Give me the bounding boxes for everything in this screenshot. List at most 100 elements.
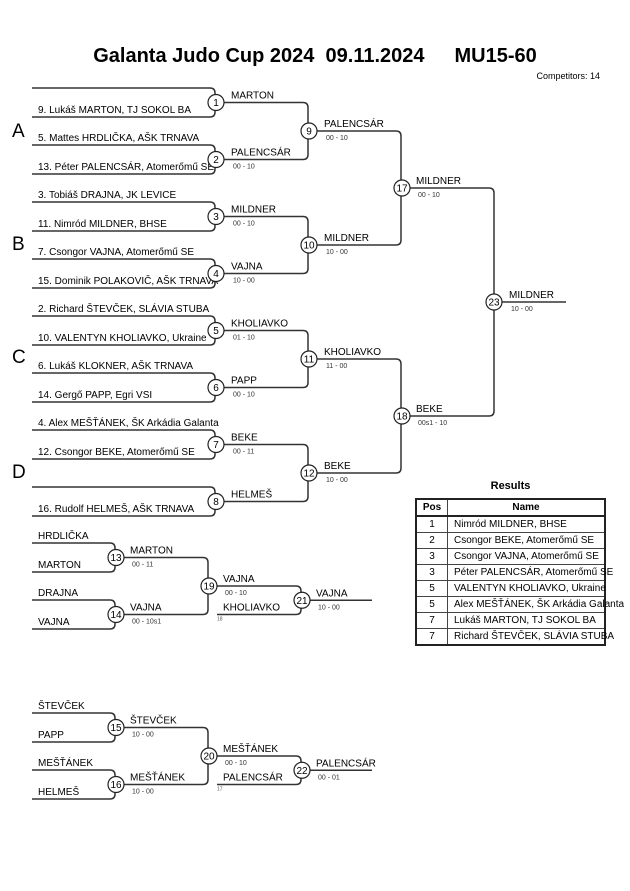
match-score: 00s1 - 10 [418, 420, 447, 427]
match-number: 15 [110, 723, 122, 734]
second-round-connector [215, 329, 309, 389]
match-number: 8 [213, 497, 219, 508]
match-winner: BEKE [416, 404, 443, 415]
competitor-entry: 13. Péter PALENCSÁR, Atomerőmű SE [38, 160, 214, 173]
match-score: 00 - 10 [225, 590, 247, 597]
match-score: 11 - 00 [326, 363, 347, 370]
match-number: 23 [488, 298, 500, 309]
match-number-circle [107, 718, 125, 737]
match-winner: VAJNA [316, 588, 348, 599]
result-position: 5 [415, 580, 448, 597]
results-title: Results [490, 480, 531, 492]
result-name: Csongor BEKE, Atomerőmű SE [447, 532, 606, 549]
match-score: 00 - 10 [418, 192, 440, 199]
match-number-circle [107, 605, 125, 624]
result-name: VALENTYN KHOLIAVKO, Ukraine [447, 580, 606, 597]
repechage-entry: ŠTEVČEK [38, 699, 85, 712]
result-name: Nimród MILDNER, BHSE [447, 515, 606, 533]
match-number: 9 [306, 127, 312, 138]
match-score: 10 - 00 [233, 278, 255, 285]
repechage-entry: PAPP [38, 730, 64, 741]
competitor-entry: 5. Mattes HRDLIČKA, AŠK TRNAVA [38, 131, 199, 144]
match-winner: HELMEŠ [231, 488, 272, 501]
match-number: 4 [213, 269, 219, 280]
match-winner: PALENCSÁR [316, 756, 376, 769]
repechage-entry: VAJNA [38, 617, 70, 628]
competitor-entry: 4. Alex MEŠŤÁNEK, ŠK Arkádia Galanta [38, 416, 219, 429]
match-number: 22 [296, 766, 308, 777]
competitor-entry: 2. Richard ŠTEVČEK, SLÁVIA STUBA [38, 302, 210, 315]
match-number: 16 [110, 780, 122, 791]
competitors-count: Competitors: 14 [536, 71, 600, 81]
match-number-circle [293, 591, 311, 609]
result-position: 7 [415, 628, 448, 646]
match-number: 21 [296, 596, 308, 607]
semifinal-connector [308, 358, 402, 474]
crossover-entry: PALENCSÁR [223, 771, 283, 784]
match-number-circle [207, 378, 225, 397]
match-score: 00 - 11 [132, 562, 153, 569]
match-winner: VAJNA [130, 603, 162, 614]
match-number: 3 [213, 212, 219, 223]
match-number-circle [393, 179, 411, 197]
match-score: 00 - 11 [233, 449, 254, 456]
competitor-entry: 11. Nimród MILDNER, BHSE [38, 219, 167, 230]
match-number-circle [393, 407, 411, 425]
repechage-entry: HRDLIČKA [38, 529, 89, 542]
result-position: 5 [415, 596, 448, 613]
crossover-source: 17 [217, 787, 223, 793]
match-score: 10 - 00 [326, 249, 348, 256]
match-score: 10 - 00 [132, 732, 154, 739]
match-number-circle [207, 207, 225, 226]
result-position: 3 [415, 548, 448, 565]
event-name: Galanta Judo Cup 2024 [93, 45, 315, 67]
match-number-circle [300, 236, 318, 254]
match-winner: BEKE [324, 461, 351, 472]
result-position: 7 [415, 612, 448, 629]
match-number: 7 [213, 440, 219, 451]
page-title: Galanta Judo Cup 2024 09.11.2024 MU15-60 [0, 45, 630, 68]
competitor-entry: 15. Dominik POLAKOVIČ, AŠK TRNAVA [38, 274, 218, 287]
crossover-source: 18 [217, 617, 223, 623]
match-number: 1 [213, 98, 219, 109]
match-score: 10 - 00 [511, 306, 533, 313]
event-date: 09.11.2024 [325, 45, 425, 67]
match-number: 6 [213, 383, 219, 394]
match-number: 19 [203, 582, 215, 593]
match-number-circle [293, 761, 311, 779]
result-position: 3 [415, 564, 448, 581]
match-number: 5 [213, 326, 219, 337]
match-number: 2 [213, 155, 219, 166]
match-number-circle [207, 435, 225, 454]
competitor-entry: 16. Rudolf HELMEŠ, AŠK TRNAVA [38, 502, 195, 515]
match-winner: BEKE [231, 433, 258, 444]
repechage-entry: DRAJNA [38, 588, 78, 599]
champion-name: MILDNER [509, 290, 554, 301]
match-number-circle [200, 747, 218, 765]
match-score: 00 - 10 [326, 135, 348, 142]
result-position: 1 [415, 515, 448, 533]
match-number-circle [300, 464, 318, 482]
result-name: Richard ŠTEVČEK, SLÁVIA STUBA [447, 628, 614, 646]
result-name: Péter PALENCSÁR, Atomerőmű SE [447, 564, 613, 581]
match-number: 18 [396, 412, 408, 423]
match-winner: ŠTEVČEK [130, 714, 177, 727]
semifinal-connector [308, 130, 402, 246]
weight-category: MU15-60 [454, 45, 537, 67]
match-number-circle [207, 93, 225, 112]
final-connector [401, 187, 495, 417]
match-score: 10 - 00 [318, 604, 340, 611]
match-winner: PALENCSÁR [324, 117, 384, 130]
match-number-circle [200, 577, 218, 595]
pool-letter: C [12, 347, 26, 368]
competitor-entry: 6. Lukáš KLOKNER, AŠK TRNAVA [38, 359, 193, 372]
match-number-circle [207, 264, 225, 283]
